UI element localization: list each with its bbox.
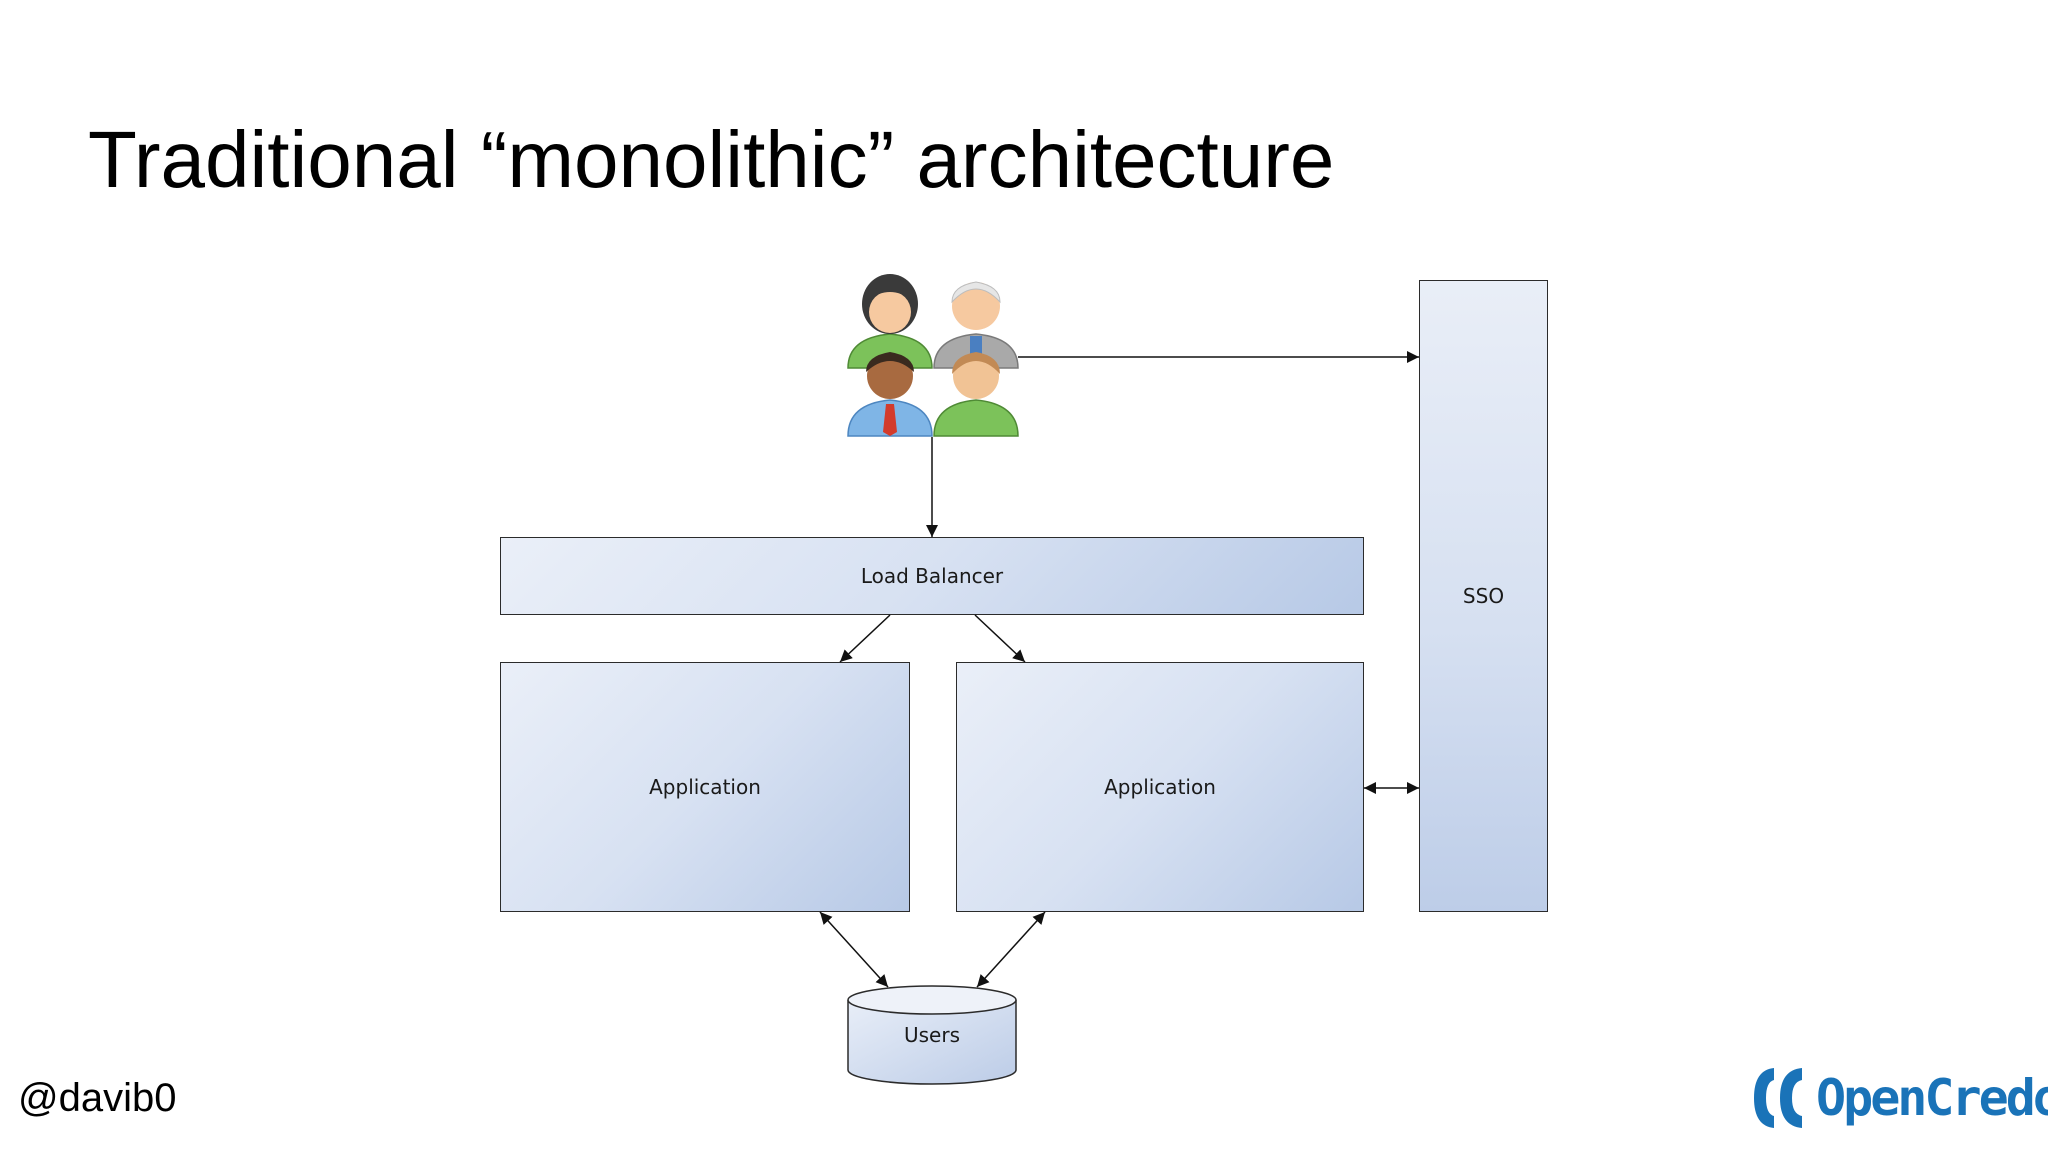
- users-db-label: Users: [904, 1023, 960, 1047]
- connector-app-right-users-db: [976, 911, 1046, 988]
- author-handle: @davib0: [18, 1076, 177, 1120]
- application-box-right: Application: [956, 662, 1364, 912]
- application-label-left: Application: [649, 775, 761, 799]
- users-database: Users: [847, 985, 1017, 1085]
- load-balancer-box: Load Balancer: [500, 537, 1364, 615]
- application-box-left: Application: [500, 662, 910, 912]
- connector-lb-to-app-right: [974, 614, 1026, 663]
- connector-app-left-users-db: [819, 911, 889, 988]
- opencredo-logo-icon: [1754, 1068, 1802, 1128]
- connector-lb-to-app-left: [839, 614, 891, 663]
- user-man-tie-icon: [847, 352, 933, 437]
- user-woman-icon: [847, 274, 933, 369]
- users-group-icon: [847, 274, 1019, 437]
- sso-label: SSO: [1462, 584, 1505, 608]
- user-elder-icon: [933, 281, 1019, 369]
- brand-logo: OpenCredo: [1750, 1064, 2048, 1132]
- load-balancer-label: Load Balancer: [860, 564, 1004, 588]
- sso-box: SSO: [1419, 280, 1548, 912]
- application-label-right: Application: [1104, 775, 1216, 799]
- user-green-icon: [933, 352, 1019, 437]
- slide-title: Traditional “monolithic” architecture: [88, 115, 1335, 204]
- brand-name: OpenCredo: [1816, 1069, 2048, 1127]
